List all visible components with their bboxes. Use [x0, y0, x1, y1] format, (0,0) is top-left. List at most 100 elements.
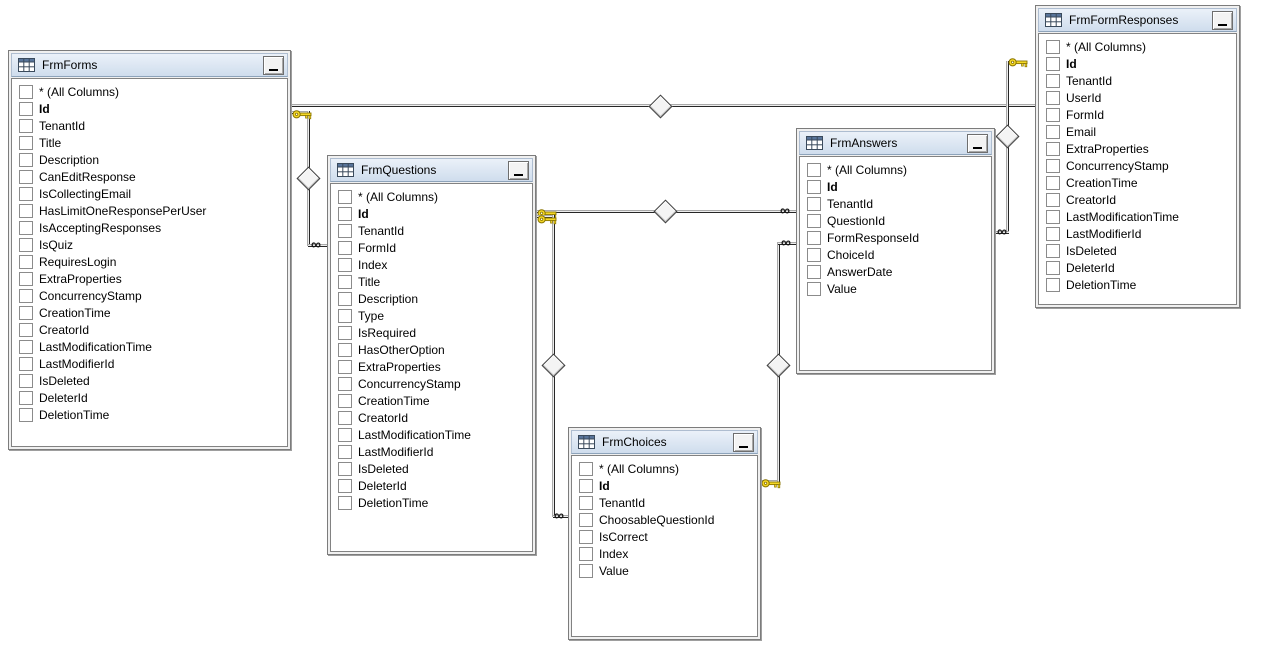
column-checkbox[interactable]: [338, 410, 352, 425]
column-checkbox[interactable]: [1046, 175, 1060, 190]
column-checkbox[interactable]: [338, 206, 352, 221]
column-checkbox[interactable]: [338, 274, 352, 289]
relation-line-segment[interactable]: [536, 215, 555, 218]
relation-diamond[interactable]: [648, 94, 673, 119]
column-checkbox[interactable]: [19, 390, 33, 405]
column-checkbox[interactable]: [338, 240, 352, 255]
column-checkbox[interactable]: [19, 152, 33, 167]
column-checkbox[interactable]: [1046, 243, 1060, 258]
column-checkbox[interactable]: [1046, 73, 1060, 88]
relation-line-segment[interactable]: [308, 244, 329, 247]
column-checkbox[interactable]: [19, 101, 33, 116]
minimize-button[interactable]: [733, 433, 754, 452]
minimize-button[interactable]: [1212, 11, 1233, 30]
column-checkbox[interactable]: [19, 203, 33, 218]
column-checkbox[interactable]: [807, 213, 821, 228]
column-checkbox[interactable]: [807, 230, 821, 245]
column-checkbox[interactable]: [19, 84, 33, 99]
table-window[interactable]: FrmChoices * (All Columns) Id TenantId C…: [568, 427, 761, 640]
table-header[interactable]: FrmForms: [11, 53, 288, 77]
relation-line-segment[interactable]: [553, 515, 570, 518]
column-checkbox[interactable]: [19, 407, 33, 422]
column-checkbox[interactable]: [1046, 39, 1060, 54]
column-checkbox[interactable]: [19, 254, 33, 269]
column-checkbox[interactable]: [807, 264, 821, 279]
column-checkbox[interactable]: [338, 393, 352, 408]
table-header[interactable]: FrmChoices: [571, 430, 758, 454]
column-checkbox[interactable]: [338, 359, 352, 374]
column-checkbox[interactable]: [338, 376, 352, 391]
relation-diamond[interactable]: [766, 353, 791, 378]
column-checkbox[interactable]: [19, 305, 33, 320]
table-header[interactable]: FrmFormResponses: [1038, 8, 1237, 32]
column-row: * (All Columns): [800, 161, 991, 178]
relation-diamond[interactable]: [296, 166, 321, 191]
column-checkbox[interactable]: [1046, 192, 1060, 207]
column-checkbox[interactable]: [338, 478, 352, 493]
column-row: Description: [331, 290, 532, 307]
table-window[interactable]: FrmFormResponses * (All Columns) Id Tena…: [1035, 5, 1240, 308]
column-checkbox[interactable]: [338, 308, 352, 323]
column-checkbox[interactable]: [1046, 124, 1060, 139]
column-checkbox[interactable]: [19, 135, 33, 150]
relation-line-segment[interactable]: [995, 231, 1009, 234]
column-checkbox[interactable]: [1046, 90, 1060, 105]
relation-diamond[interactable]: [653, 199, 678, 224]
column-checkbox[interactable]: [1046, 158, 1060, 173]
column-checkbox[interactable]: [579, 563, 593, 578]
relation-diamond[interactable]: [541, 353, 566, 378]
table-header[interactable]: FrmQuestions: [330, 158, 533, 182]
column-checkbox[interactable]: [1046, 260, 1060, 275]
column-checkbox[interactable]: [579, 546, 593, 561]
relation-line-segment[interactable]: [778, 242, 798, 245]
column-row: CreatorId: [1039, 191, 1236, 208]
column-checkbox[interactable]: [19, 322, 33, 337]
column-checkbox[interactable]: [1046, 141, 1060, 156]
column-checkbox[interactable]: [19, 339, 33, 354]
column-checkbox[interactable]: [807, 281, 821, 296]
column-checkbox[interactable]: [807, 162, 821, 177]
table-window[interactable]: FrmAnswers * (All Columns) Id TenantId Q…: [796, 128, 995, 374]
column-checkbox[interactable]: [19, 373, 33, 388]
minimize-button[interactable]: [508, 161, 529, 180]
column-checkbox[interactable]: [338, 223, 352, 238]
column-checkbox[interactable]: [579, 461, 593, 476]
column-checkbox[interactable]: [338, 427, 352, 442]
column-checkbox[interactable]: [338, 342, 352, 357]
column-checkbox[interactable]: [338, 325, 352, 340]
column-checkbox[interactable]: [19, 220, 33, 235]
table-header[interactable]: FrmAnswers: [799, 131, 992, 155]
column-checkbox[interactable]: [338, 189, 352, 204]
column-checkbox[interactable]: [579, 529, 593, 544]
column-checkbox[interactable]: [579, 478, 593, 493]
column-checkbox[interactable]: [19, 237, 33, 252]
column-checkbox[interactable]: [19, 186, 33, 201]
column-checkbox[interactable]: [19, 118, 33, 133]
column-checkbox[interactable]: [338, 257, 352, 272]
column-checkbox[interactable]: [1046, 226, 1060, 241]
column-checkbox[interactable]: [1046, 107, 1060, 122]
column-checkbox[interactable]: [807, 179, 821, 194]
column-checkbox[interactable]: [807, 247, 821, 262]
column-checkbox[interactable]: [19, 169, 33, 184]
column-checkbox[interactable]: [579, 512, 593, 527]
minimize-button[interactable]: [263, 56, 284, 75]
relation-line-segment[interactable]: [761, 480, 780, 483]
column-checkbox[interactable]: [338, 495, 352, 510]
table-window[interactable]: FrmQuestions * (All Columns) Id TenantId…: [327, 155, 536, 555]
minimize-button[interactable]: [967, 134, 988, 153]
column-checkbox[interactable]: [1046, 277, 1060, 292]
column-checkbox[interactable]: [19, 356, 33, 371]
relation-diamond[interactable]: [995, 124, 1020, 149]
table-window[interactable]: FrmForms * (All Columns) Id TenantId Tit…: [8, 50, 291, 450]
column-checkbox[interactable]: [19, 288, 33, 303]
column-checkbox[interactable]: [338, 291, 352, 306]
column-checkbox[interactable]: [338, 461, 352, 476]
column-checkbox[interactable]: [338, 444, 352, 459]
column-checkbox[interactable]: [1046, 56, 1060, 71]
column-checkbox[interactable]: [1046, 209, 1060, 224]
column-checkbox[interactable]: [19, 271, 33, 286]
relation-line-segment[interactable]: [291, 111, 310, 114]
column-checkbox[interactable]: [807, 196, 821, 211]
column-checkbox[interactable]: [579, 495, 593, 510]
